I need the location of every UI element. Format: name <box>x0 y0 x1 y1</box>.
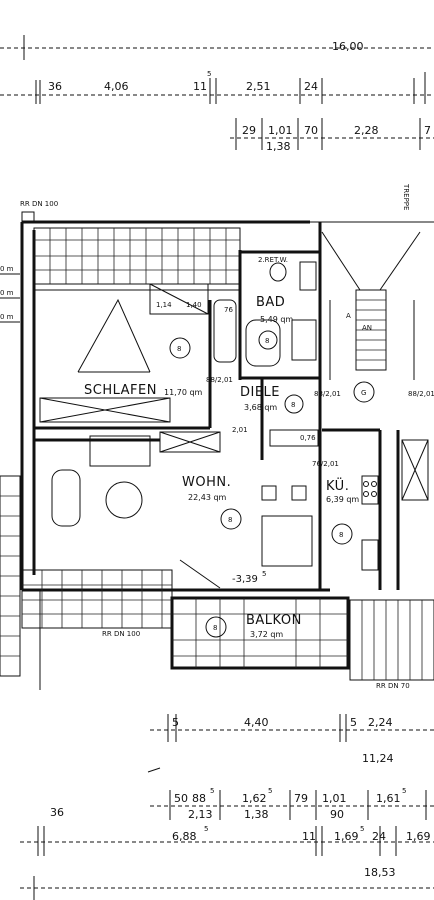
dim-88: 88 <box>192 792 206 805</box>
dim-6-88: 6,88 <box>172 830 197 843</box>
rr-top-label: RR DN 100 <box>20 200 58 208</box>
roof-hatch-top <box>33 227 241 291</box>
dim-36-top: 36 <box>48 80 62 93</box>
dim-1-38-top: 1,38 <box>266 140 291 153</box>
room-bad: 76 2.RET.W. BAD 5,49 qm 8 <box>213 250 320 380</box>
dim-1-01-bottom: 1,01 <box>322 792 347 805</box>
dim-1-61: 1,61 <box>376 792 401 805</box>
outer-walls: RR DN 100 RR DN 100 RR DN 70 <box>20 200 410 690</box>
dim-5-a: 5 <box>172 716 179 729</box>
dim-1-69-b: 1,69 <box>406 830 431 843</box>
wohn-area: 22,43 qm <box>188 493 227 502</box>
kueche-marker: 8 <box>339 531 343 539</box>
dim-29: 29 <box>242 124 256 137</box>
dim-2-28: 2,28 <box>354 124 379 137</box>
dim-11-24: 11,24 <box>362 752 394 765</box>
g-marker: G <box>361 389 366 397</box>
room-schlafen: 1,14 1,40 SCHLAFEN 11,70 qm 8 88/2,01 <box>34 283 233 430</box>
dim-11-top: 11 <box>193 80 207 93</box>
diele-door-mark: 88/2,01 <box>314 390 341 398</box>
bottom-dimensions: 5 4,40 5 2,24 11,24 50 88 5 1,62 5 79 1,… <box>20 714 434 900</box>
dim-18-53: 18,53 <box>364 866 396 879</box>
room-diele: DIELE 3,68 qm 8 88/2,01 0,76 2,01 <box>232 378 341 460</box>
dim-7: 7 <box>424 124 431 137</box>
level-mark-sup: 5 <box>262 570 266 578</box>
dim-2-24: 2,24 <box>368 716 393 729</box>
dim-1-01-top: 1,01 <box>268 124 293 137</box>
left-mark-3: 0 m <box>0 313 14 321</box>
dim-1-14: 1,14 <box>156 301 172 309</box>
left-mark-2: 0 m <box>0 289 14 297</box>
schlafen-marker: 8 <box>177 345 181 353</box>
arrow-an: AN <box>362 324 372 332</box>
bad-marker: 8 <box>265 337 269 345</box>
dim-1-62: 1,62 <box>242 792 267 805</box>
dim-36-bottom: 36 <box>50 806 64 819</box>
ret-note: 2.RET.W. <box>258 256 288 264</box>
room-kueche: KÜ. 6,39 qm 8 76/2,01 <box>312 428 382 590</box>
schlafen-area: 11,70 qm <box>164 388 203 397</box>
balkon-marker: 8 <box>213 624 217 632</box>
room-wohn: WOHN. 22,43 qm 8 -3,39 5 <box>34 431 313 589</box>
kueche-label: KÜ. <box>326 477 349 494</box>
balkon-area: 3,72 qm <box>250 630 283 639</box>
schlafen-door-mark: 88/2,01 <box>206 376 233 384</box>
right-door-mark: 88/2,01 <box>408 390 434 398</box>
balkon-label: BALKON <box>246 613 302 628</box>
dim-1-61-sup: 5 <box>402 787 406 795</box>
bad-side-mark: 76 <box>224 306 233 314</box>
bottom-w-mark: 2,01 <box>232 426 248 434</box>
left-mark-1: 0 m <box>0 265 14 273</box>
dim-1-69-sup: 5 <box>360 825 364 833</box>
dim-24-top: 24 <box>304 80 318 93</box>
dim-1-69-a: 1,69 <box>334 830 359 843</box>
dim-5-b: 5 <box>350 716 357 729</box>
kueche-area: 6,39 qm <box>326 495 359 504</box>
dim-4-06: 4,06 <box>104 80 129 93</box>
dim-2-13: 2,13 <box>188 808 213 821</box>
wohn-label: WOHN. <box>182 475 231 490</box>
dim-4-40: 4,40 <box>244 716 269 729</box>
dim-1-40: 1,40 <box>186 301 202 309</box>
dim-79: 79 <box>294 792 308 805</box>
rr-right-label: RR DN 70 <box>376 682 410 690</box>
kue-door-mark: 76/2,01 <box>312 460 339 468</box>
dim-11-bottom: 11 <box>302 830 316 843</box>
dim-24-bottom: 24 <box>372 830 386 843</box>
top-dimensions: 16,00 36 4,06 11 5 2,51 24 29 1,01 70 2,… <box>0 35 434 153</box>
dim-6-88-sup: 5 <box>204 825 208 833</box>
level-mark: -3,39 <box>232 574 258 585</box>
dim-1-62-sup: 5 <box>268 787 272 795</box>
wohn-marker: 8 <box>228 516 232 524</box>
total-width-top: 16,00 <box>332 40 364 53</box>
room-balkon: BALKON 3,72 qm 8 <box>170 596 434 681</box>
rr-bottom-label: RR DN 100 <box>102 630 140 638</box>
bad-area: 5,49 qm <box>260 315 293 324</box>
schlafen-label: SCHLAFEN <box>84 383 157 398</box>
diele-label: DIELE <box>240 385 280 400</box>
dim-1-38-bottom: 1,38 <box>244 808 269 821</box>
kue-window-mark: 0,76 <box>300 434 316 442</box>
dim-2-51: 2,51 <box>246 80 271 93</box>
lower-left-steps <box>0 475 173 677</box>
left-level-marks: 0 m 0 m 0 m <box>0 265 20 323</box>
diele-area: 3,68 qm <box>244 403 277 412</box>
stairwell: TREPPE A AN G 88/2,01 <box>310 183 434 590</box>
bad-label: BAD <box>256 295 285 310</box>
dim-70: 70 <box>304 124 318 137</box>
dim-88-sup: 5 <box>210 787 214 795</box>
arrow-a: A <box>346 312 351 320</box>
dim-sup-top: 5 <box>207 70 211 78</box>
dim-90: 90 <box>330 808 344 821</box>
diele-marker: 8 <box>291 401 295 409</box>
treppe-label: TREPPE <box>402 183 410 210</box>
dim-50: 50 <box>174 792 188 805</box>
